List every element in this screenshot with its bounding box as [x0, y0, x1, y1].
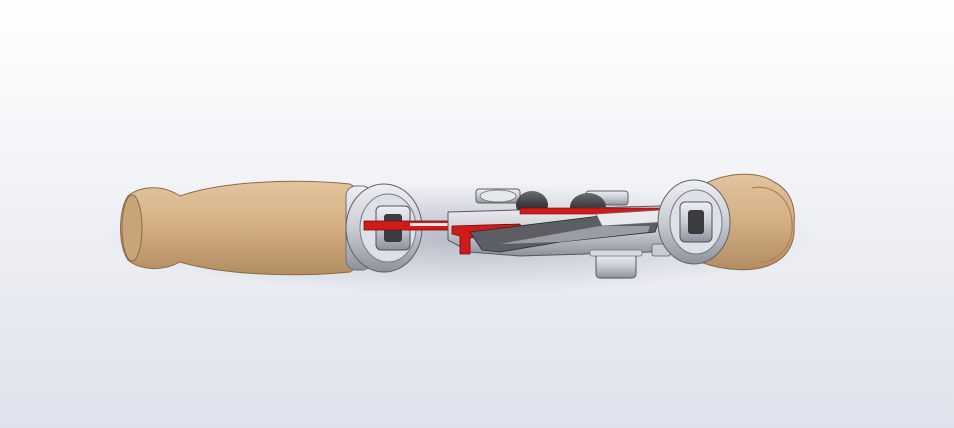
- top-screw-left-head: [479, 189, 517, 203]
- left-handle-body: [120, 180, 357, 276]
- spokeshave-body[interactable]: [447, 188, 673, 279]
- blade-bevel: [500, 226, 650, 244]
- left-rod-groove: [410, 223, 460, 226]
- right-nut-slot: [688, 210, 704, 234]
- left-handle-end-cap: [121, 194, 143, 262]
- bottom-nut: [595, 253, 637, 279]
- right-handle-knob: [751, 186, 793, 263]
- right-handle[interactable]: [657, 173, 795, 271]
- bottom-nut-washer: [589, 249, 643, 257]
